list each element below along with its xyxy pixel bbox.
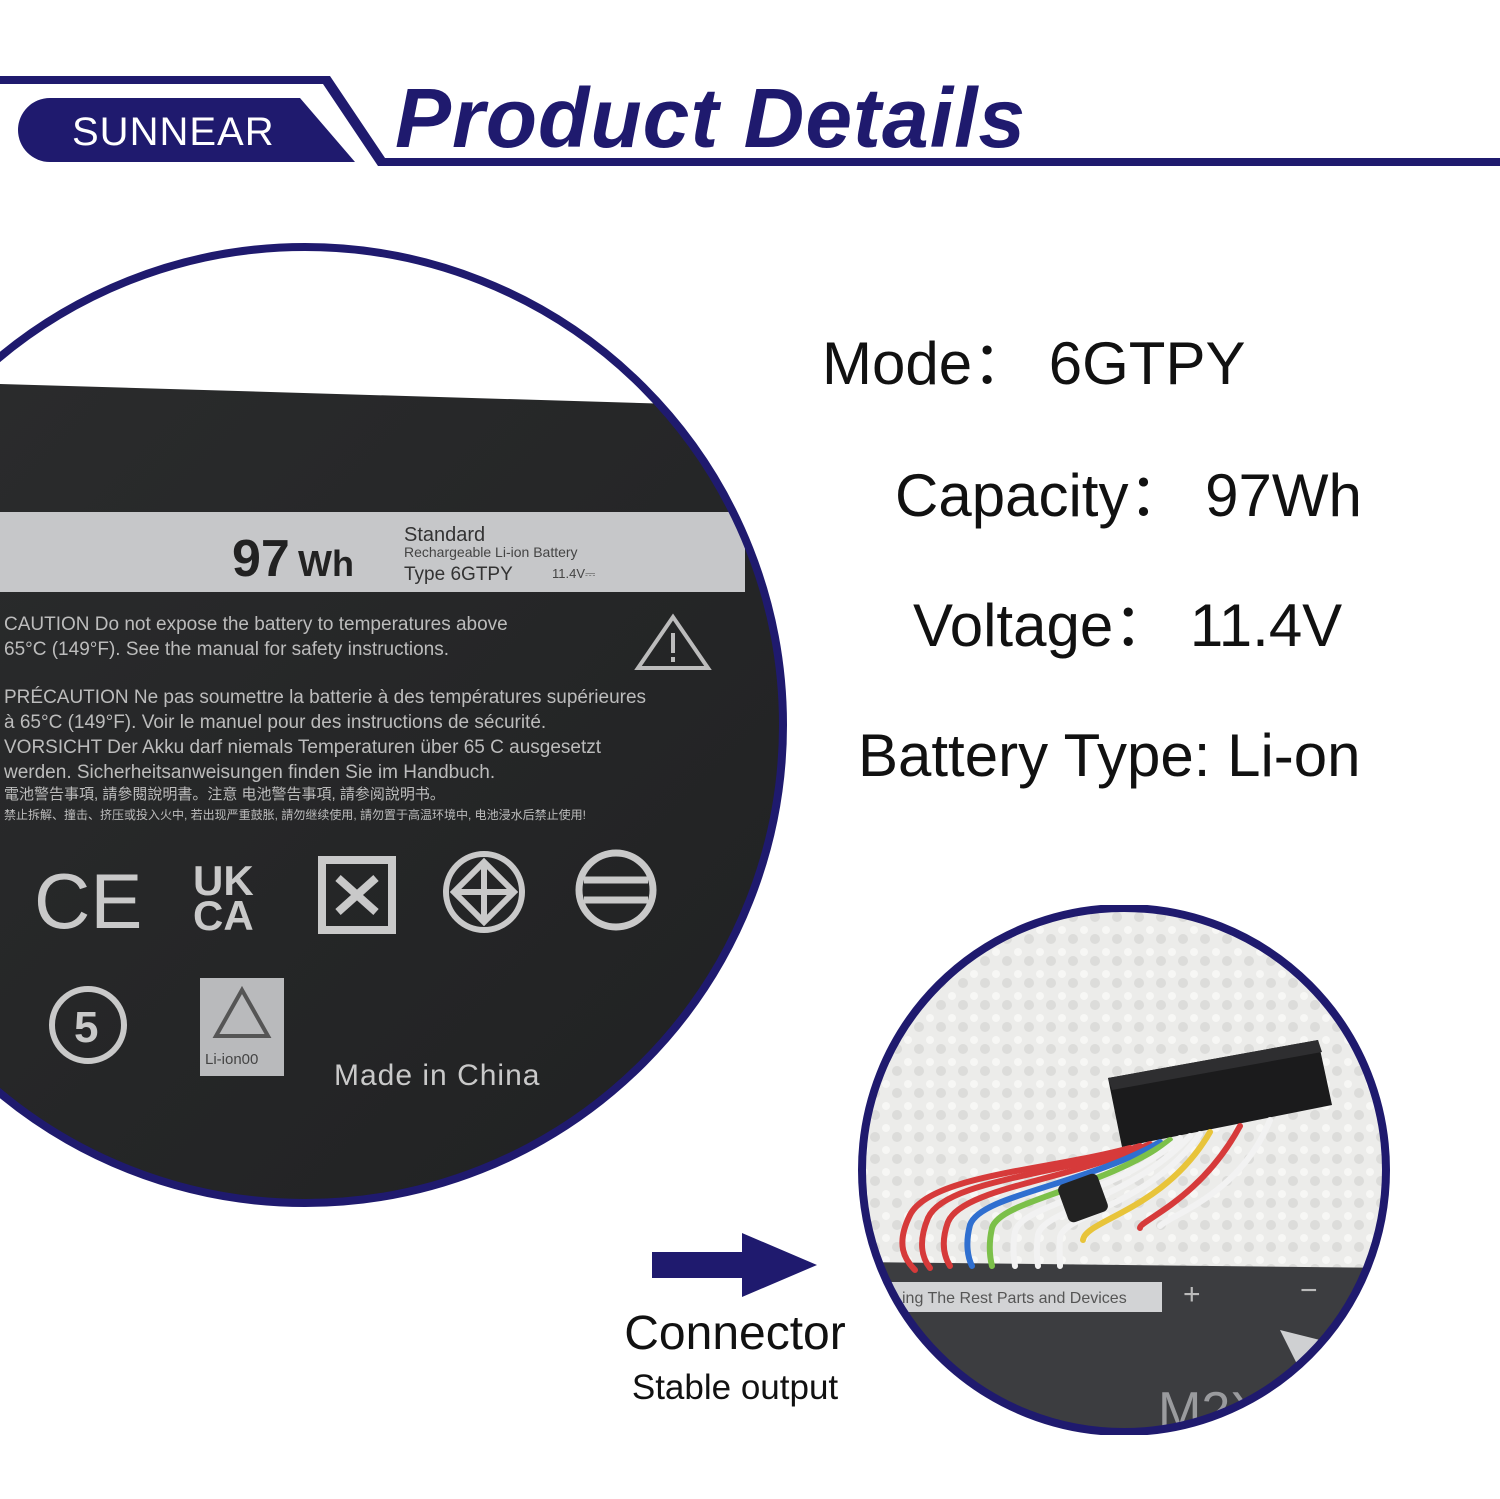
certification-diamond-icon <box>443 851 525 933</box>
connector-title: Connector <box>624 1307 846 1360</box>
page-title: Product Details <box>395 71 1027 165</box>
caution-zh-1: 電池警告事項, 請參閱說明書。注意 电池警告事項, 請参阅說明书。 <box>4 785 445 803</box>
made-in-label: Made in China <box>334 1059 540 1092</box>
spec-label: Mode <box>822 330 973 397</box>
connector-subtitle: Stable output <box>631 1368 839 1407</box>
spec-value: 11.4V <box>1189 592 1343 659</box>
label-voltage: 11.4V⎓ <box>552 566 595 581</box>
capacity-strip <box>0 512 745 592</box>
sticker-text: ing The Rest Parts and Devices <box>902 1290 1127 1307</box>
warning-triangle-icon <box>634 613 712 670</box>
caution-de-2: werden. Sicherheitsanweisungen finden Si… <box>3 762 495 783</box>
spec-label: Voltage <box>913 592 1114 659</box>
spec-separator: ： <box>972 330 1033 397</box>
spec-separator: : <box>1193 722 1211 789</box>
recycle-5-icon: 5 <box>49 986 127 1064</box>
label-rechargeable: Rechargeable Li-ion Battery <box>404 544 578 560</box>
wire-tape <box>1058 1173 1108 1223</box>
plus-sign: + <box>1183 1278 1201 1311</box>
caution-en-1: CAUTION Do not expose the battery to tem… <box>4 614 508 635</box>
label-standard: Standard <box>404 524 485 546</box>
label-capacity-unit: Wh <box>298 543 354 584</box>
spec-value: Li-on <box>1227 722 1361 789</box>
spec-battery-type: Battery Type: Li-on <box>858 720 1361 792</box>
label-capacity: 97 <box>232 530 290 588</box>
battery-label-photo: 97 Wh Standard Rechargeable Li-ion Batte… <box>0 243 787 1207</box>
label-type: Type 6GTPY <box>404 564 513 585</box>
spec-separator: ： <box>1113 592 1174 659</box>
spec-separator: ： <box>1128 462 1189 529</box>
recycle-label: Li-ion00 <box>205 1051 258 1068</box>
spec-value: 6GTPY <box>1048 330 1246 397</box>
spec-mode: Mode： 6GTPY <box>822 328 1246 400</box>
ukca-mark-top: UK <box>193 857 254 904</box>
brand-label: SUNNEAR <box>72 110 275 154</box>
spec-label: Battery Type <box>858 722 1194 789</box>
certification-square-icon <box>318 856 396 934</box>
caution-fr-1: PRÉCAUTION Ne pas soumettre la batterie … <box>4 687 646 708</box>
connector-plug <box>1108 1040 1332 1147</box>
spec-value: 97Wh <box>1205 462 1362 529</box>
recycle-li-ion-icon: Li-ion00 <box>200 978 284 1076</box>
arrow-right-icon <box>652 1233 817 1297</box>
spec-label: Capacity <box>895 462 1129 529</box>
minus-sign: − <box>1300 1274 1318 1307</box>
ukca-mark-bottom: CA <box>193 892 254 939</box>
caution-en-2: 65°C (149°F). See the manual for safety … <box>4 639 449 660</box>
spec-capacity: Capacity： 97Wh <box>895 460 1362 532</box>
caution-de-1: VORSICHT Der Akku darf niemals Temperatu… <box>4 737 602 758</box>
connector-wires <box>899 1117 1273 1273</box>
connector-photo: ing The Rest Parts and Devices + − M2X <box>858 905 1390 1435</box>
caution-fr-2: à 65°C (149°F). Voir le manuel pour des … <box>4 712 546 733</box>
certification-circle-icon <box>575 849 657 931</box>
spec-voltage: Voltage： 11.4V <box>913 590 1342 662</box>
recycle-number: 5 <box>74 1003 98 1052</box>
ce-mark-icon: CE <box>34 857 142 945</box>
caution-zh-2: 禁止拆解、撞击、挤压或投入火中, 若出现严重鼓胀, 請勿继续使用, 請勿置于高温… <box>4 807 586 822</box>
header-banner <box>0 76 1500 166</box>
